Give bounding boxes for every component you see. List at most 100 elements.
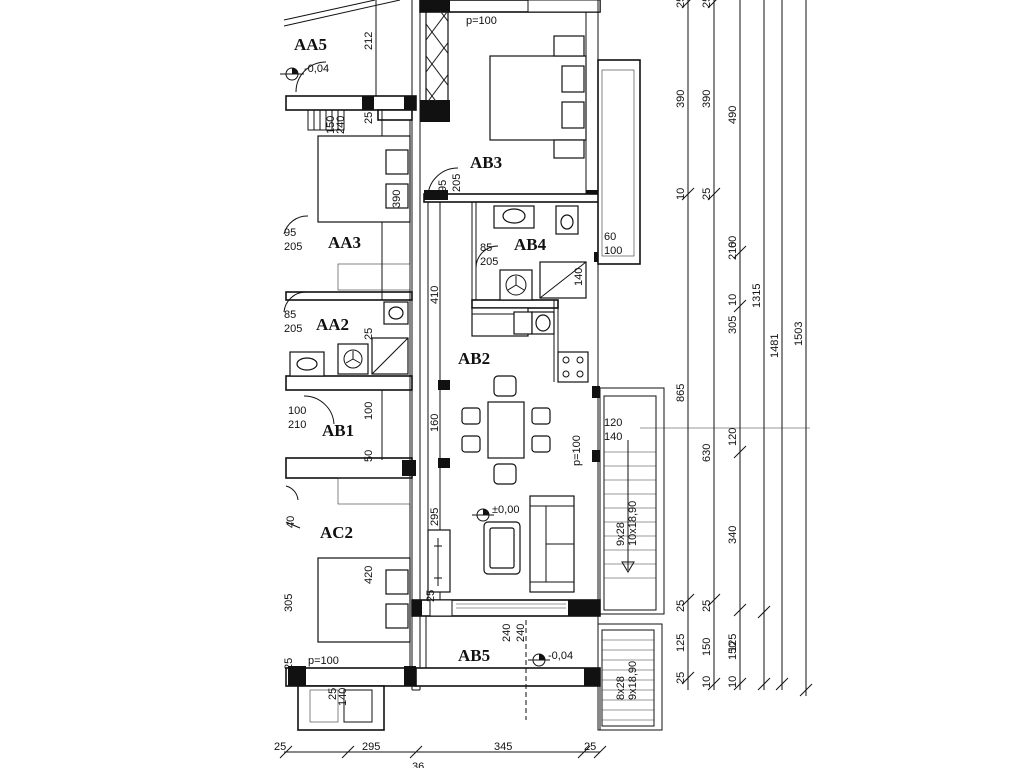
right-dim-col2-1: 390 [701, 90, 713, 108]
level-marker-balcony [528, 653, 550, 667]
right-dim-col4-1: 10 [727, 294, 739, 306]
dim-100-ab1b: 100 [363, 402, 375, 420]
dim-100-ab1a: 100 [288, 405, 306, 417]
dim-100-ab4: 100 [604, 245, 622, 257]
right-dim-col2-5: 150 [701, 638, 713, 656]
left-unit [283, 0, 417, 731]
bottom-dim-36: 36 [412, 761, 424, 768]
right-dim-col5-0: 1315 [751, 284, 763, 308]
dim-60: 60 [604, 231, 616, 243]
dim-210-ab1: 210 [288, 419, 306, 431]
right-dim-col3-5: 125 [727, 634, 739, 652]
bathroom-fixtures-ab4 [475, 205, 587, 301]
room-label-aa2: AA2 [316, 315, 349, 334]
stair1-line2: 10x18,90 [627, 501, 639, 546]
right-dim-col1-0: 25 [675, 0, 687, 8]
dim-25-ac2: 25 [425, 590, 437, 602]
dim-95-aa3: 95 [284, 227, 296, 239]
right-dim-col2-4: 25 [701, 600, 713, 612]
right-dim-col1-5: 125 [675, 634, 687, 652]
staircase-lower [586, 623, 663, 731]
room-label-ab4: AB4 [514, 235, 547, 254]
dim-95-ab3: 95 [437, 180, 449, 192]
sofa [529, 495, 575, 593]
right-dim-col4-0: 60 [727, 236, 739, 248]
dim-25-aa2: 25 [363, 328, 375, 340]
dim-390-aa3: 390 [391, 190, 403, 208]
label-p100-bottom: p=100 [308, 655, 339, 667]
level-marker-living [472, 508, 494, 522]
door-swing-ab3 [427, 167, 459, 195]
dim-212: 212 [363, 32, 375, 50]
dining-set [461, 375, 551, 485]
dimension-chains [640, 0, 813, 697]
room-label-ab3: AB3 [470, 153, 502, 172]
sink-aa2 [289, 351, 325, 377]
right-dim-col2-6: 10 [701, 676, 713, 688]
room-label-ac2: AC2 [320, 523, 353, 542]
right-dim-col6-0: 1481 [769, 334, 781, 358]
bed-ac2 [317, 557, 411, 643]
right-dim-col1-1: 390 [675, 90, 687, 108]
right-dim-col3-6: 10 [727, 676, 739, 688]
dim-85-ab4: 85 [480, 242, 492, 254]
right-dim-col7-0: 1503 [793, 322, 805, 346]
right-dim-col3-4: 340 [727, 526, 739, 544]
dim-205-aa3: 205 [284, 241, 302, 253]
bottom-dimension [279, 745, 607, 759]
staircase-upper [599, 387, 665, 615]
right-dim-col1-2: 10 [675, 188, 687, 200]
dim-295-v: 295 [429, 508, 441, 526]
washer-aa2 [337, 343, 369, 375]
shower-aa2 [371, 337, 409, 375]
room-label-aa5: AA5 [294, 35, 327, 54]
right-dim-col1-4: 25 [675, 600, 687, 612]
bed-ab3 [489, 35, 587, 159]
dim-85-aa2: 85 [284, 309, 296, 321]
balcony-ac2 [297, 685, 385, 731]
dim-140: 140 [604, 431, 622, 443]
dim-160: 160 [429, 414, 441, 432]
right-dim-col3-3: 120 [727, 428, 739, 446]
right-dim-col1-3: 865 [675, 384, 687, 402]
bottom-dim-345: 345 [494, 741, 512, 753]
right-dim-col3-1: 210 [727, 242, 739, 260]
room-label-ab2: AB2 [458, 349, 490, 368]
right-dim-col2-2: 25 [701, 188, 713, 200]
bottom-dim-295: 295 [362, 741, 380, 753]
kitchen-counter [471, 307, 589, 383]
bottom-dim-25a: 25 [274, 741, 286, 753]
dim-240-ab5a: 240 [501, 624, 513, 642]
coffee-table [483, 521, 521, 575]
room-label-ab1: AB1 [322, 421, 354, 440]
stair2-line2: 9x18,90 [627, 661, 639, 700]
room-label-ab5: AB5 [458, 646, 490, 665]
right-dimension-labels: 2539010865251252525390256302515010490210… [675, 0, 805, 688]
dim-140-ab4: 140 [573, 268, 585, 286]
dim-410: 410 [429, 286, 441, 304]
right-dim-col2-0: 25 [701, 0, 713, 8]
dim-25-p: 25 [327, 688, 339, 700]
dim-150-aa5: 150 [325, 116, 337, 134]
level-balcony: -0,04 [548, 650, 573, 662]
dim-205-ab3: 205 [451, 174, 463, 192]
stair2-line1: 8x28 [615, 676, 627, 700]
dim-305-left: 305 [283, 594, 295, 612]
dim-50: 50 [363, 450, 375, 462]
dim-420: 420 [363, 566, 375, 584]
right-dim-col1-6: 25 [675, 672, 687, 684]
balcony-ab3 [597, 59, 641, 265]
dim-25-ab5a: 25 [283, 658, 295, 670]
dim-120: 120 [604, 417, 622, 429]
dim-205-aa2: 205 [284, 323, 302, 335]
dim-205-ab4: 205 [480, 256, 498, 268]
right-dim-col2-3: 630 [701, 444, 713, 462]
bed-aa3 [317, 135, 411, 223]
dim-240-ab5b: 240 [515, 624, 527, 642]
stair-aa5 [307, 109, 345, 131]
right-dim-col4-2: 150 [727, 642, 739, 660]
level-top-left: -0,04 [304, 63, 329, 75]
level-marker-top-left [280, 67, 304, 81]
ventilation-shaft [425, 9, 449, 103]
